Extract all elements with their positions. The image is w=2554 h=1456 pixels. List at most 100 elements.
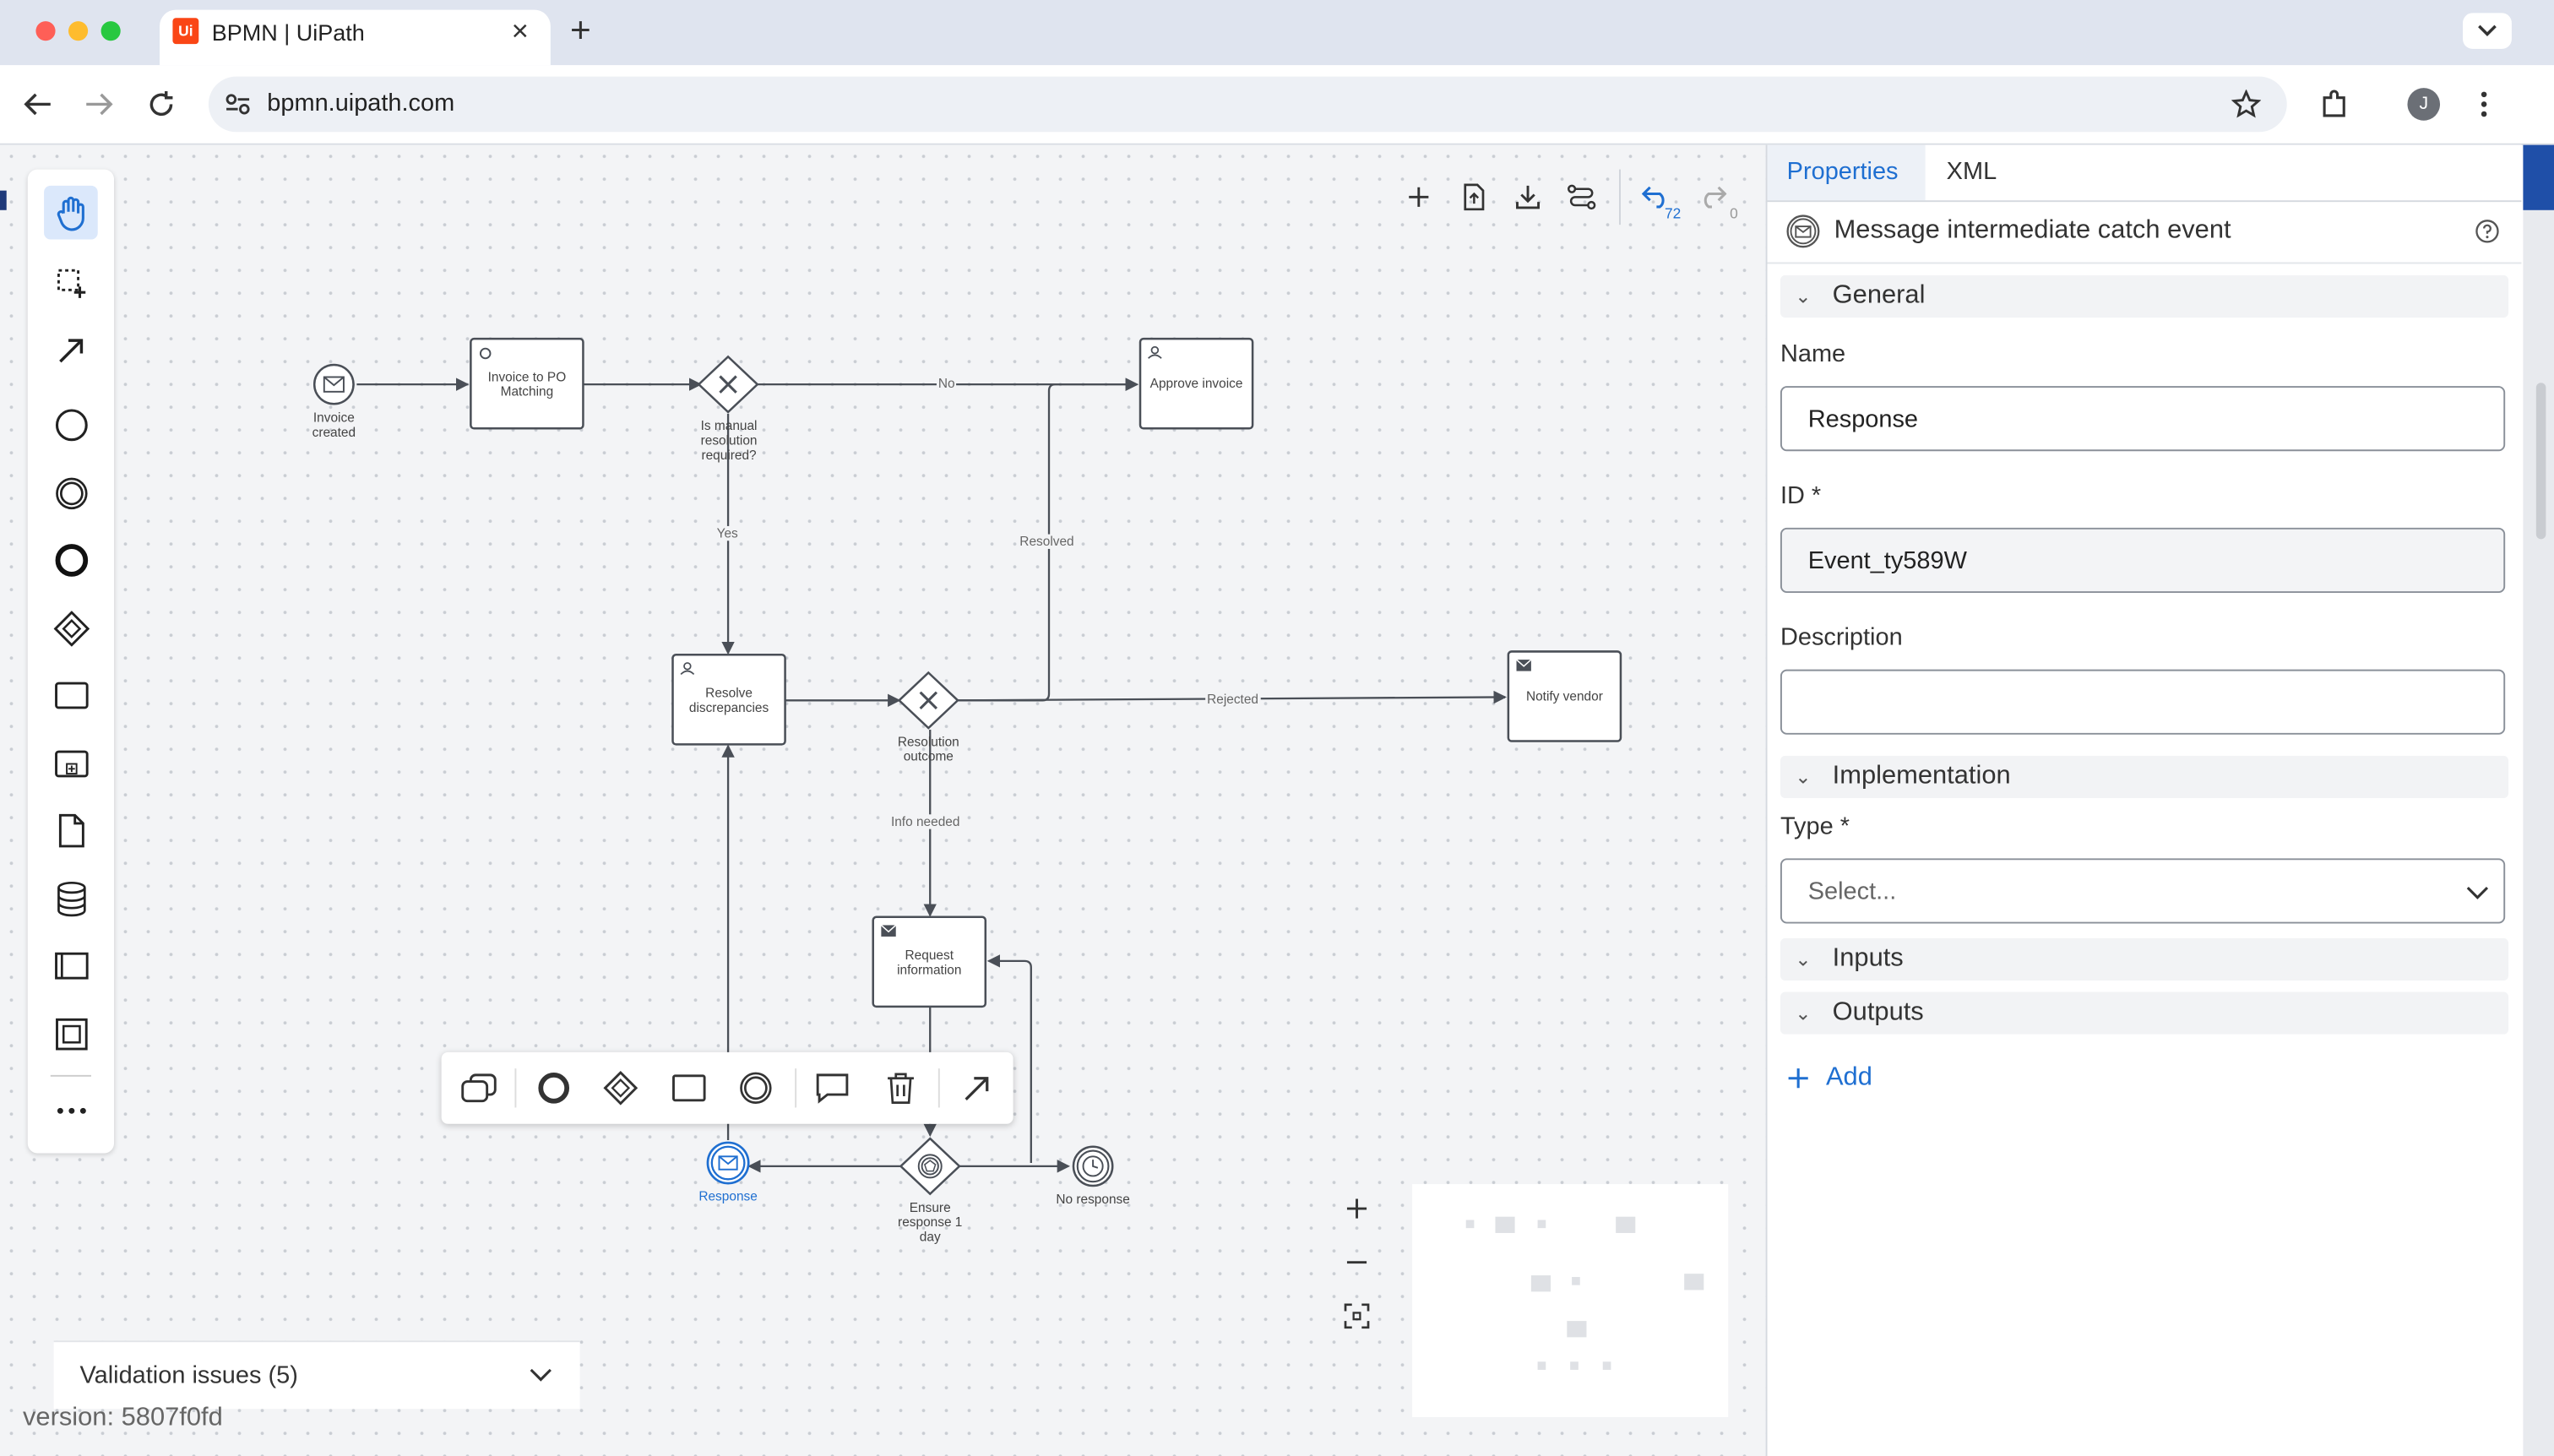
start-event-invoice-created[interactable]	[312, 363, 355, 405]
forward-arrow-icon[interactable]	[84, 91, 114, 117]
chevron-down-icon	[2466, 886, 2489, 899]
label-resolution-outcome: Resolution outcome	[897, 734, 959, 764]
connect-button[interactable]	[953, 1065, 1002, 1111]
tab-search-button[interactable]	[2463, 13, 2512, 49]
description-label: Description	[1780, 623, 1903, 652]
edge-label-resolved: Resolved	[1018, 534, 1076, 549]
name-input-value: Response	[1807, 405, 1919, 433]
chevron-down-icon: ⌄	[1795, 948, 1812, 971]
section-outputs[interactable]: ⌄ Outputs	[1780, 991, 2509, 1035]
task-invoice-to-po[interactable]	[470, 337, 584, 430]
panel-scrollbar[interactable]	[2535, 383, 2546, 540]
new-tab-button[interactable]: +	[570, 9, 591, 51]
append-gateway-button[interactable]	[596, 1065, 645, 1111]
minimap-preview	[1465, 1216, 1704, 1370]
more-horizontal-icon	[56, 1106, 85, 1113]
minimap[interactable]	[1412, 1184, 1729, 1417]
data-object-icon	[57, 812, 84, 847]
browser-tab[interactable]: Ui BPMN | UiPath ×	[160, 9, 551, 66]
section-inputs[interactable]: ⌄ Inputs	[1780, 937, 2509, 981]
help-icon[interactable]	[2475, 218, 2501, 244]
validation-issues-label: Validation issues (5)	[79, 1361, 298, 1390]
auto-layout-icon[interactable]	[1567, 184, 1596, 210]
append-intermediate-event-button[interactable]	[731, 1065, 780, 1111]
edge-accent	[2521, 144, 2554, 210]
add-annotation-button[interactable]	[808, 1065, 857, 1111]
label-resolve-discrepancies: Resolve discrepancies	[688, 685, 769, 715]
group-tool[interactable]	[44, 1007, 98, 1061]
tab-xml[interactable]: XML	[1946, 158, 1997, 186]
fit-view-icon[interactable]	[1344, 1303, 1370, 1329]
site-settings-icon[interactable]	[225, 93, 251, 116]
download-icon[interactable]	[1515, 184, 1541, 210]
pool-tool[interactable]	[44, 938, 98, 992]
name-input[interactable]: Response	[1780, 386, 2506, 452]
append-end-event-button[interactable]	[530, 1065, 579, 1111]
edge-label-info-needed: Info needed	[889, 814, 962, 829]
validation-issues-toggle[interactable]: Validation issues (5)	[53, 1340, 580, 1410]
data-store-tool[interactable]	[44, 872, 98, 926]
event-response-selected[interactable]	[706, 1141, 750, 1185]
back-arrow-icon[interactable]	[23, 91, 52, 117]
flow-loop-back[interactable]	[986, 954, 1032, 1164]
add-output-button[interactable]: Add	[1787, 1062, 1872, 1095]
task-request-information[interactable]	[872, 915, 987, 1008]
append-task-button[interactable]	[665, 1065, 714, 1111]
address-bar[interactable]: bpmn.uipath.com	[208, 76, 2287, 133]
minimize-window-button[interactable]	[68, 21, 89, 41]
edge-marker	[0, 190, 7, 210]
extensions-puzzle-icon[interactable]	[2319, 90, 2349, 119]
lasso-select-icon	[57, 268, 85, 297]
profile-avatar[interactable]: J	[2407, 88, 2441, 121]
task-resolve-discrepancies[interactable]	[671, 654, 786, 746]
lasso-tool-button[interactable]	[44, 256, 98, 310]
end-event-tool[interactable]	[44, 533, 98, 587]
replace-button[interactable]	[454, 1065, 503, 1111]
gateway-tool[interactable]	[44, 601, 98, 655]
chevron-down-icon	[2478, 24, 2497, 36]
intermediate-event-icon	[55, 476, 87, 509]
redo-icon[interactable]	[1698, 186, 1727, 209]
type-select[interactable]: Select...	[1780, 858, 2506, 924]
add-icon[interactable]	[1407, 186, 1430, 209]
reload-icon[interactable]	[147, 90, 177, 119]
task-notify-vendor[interactable]	[1507, 650, 1622, 742]
undo-icon[interactable]	[1642, 186, 1671, 209]
close-tab-icon[interactable]: ×	[511, 14, 529, 47]
subprocess-icon	[54, 749, 88, 777]
tab-properties[interactable]: Properties	[1767, 144, 1926, 201]
data-object-tool[interactable]	[44, 803, 98, 857]
start-event-tool[interactable]	[44, 398, 98, 452]
gateway-event-based[interactable]	[899, 1137, 961, 1196]
section-implementation[interactable]: ⌄ Implementation	[1780, 755, 2509, 799]
chevron-down-icon	[530, 1368, 552, 1382]
event-no-response-timer[interactable]	[1072, 1145, 1114, 1187]
undo-count: 72	[1665, 205, 1682, 222]
label-manual-gateway: Is manual resolution required?	[700, 418, 758, 463]
connect-tool-button[interactable]	[44, 323, 98, 377]
ctx-divider	[937, 1068, 940, 1108]
description-input[interactable]	[1780, 669, 2506, 735]
gateway-manual-resolution[interactable]	[697, 355, 759, 414]
section-general[interactable]: ⌄ General	[1780, 274, 2509, 318]
label-invoice-created: Invoice created	[312, 410, 356, 440]
bookmark-star-icon[interactable]	[2231, 90, 2261, 119]
tab-properties-label: Properties	[1786, 158, 1899, 186]
intermediate-event-tool[interactable]	[44, 466, 98, 520]
zoom-out-icon[interactable]	[1345, 1251, 1368, 1274]
url-text: bpmn.uipath.com	[267, 90, 455, 117]
hand-tool-button[interactable]	[44, 185, 98, 240]
more-tools-button[interactable]	[44, 1084, 98, 1138]
chrome-menu-icon[interactable]	[2481, 91, 2487, 117]
import-file-icon[interactable]	[1463, 182, 1486, 212]
maximize-window-button[interactable]	[101, 21, 121, 41]
delete-button[interactable]	[877, 1065, 926, 1111]
zoom-in-icon[interactable]	[1345, 1198, 1368, 1220]
close-window-button[interactable]	[35, 21, 56, 41]
add-output-label: Add	[1825, 1063, 1872, 1092]
task-tool[interactable]	[44, 668, 98, 722]
subprocess-tool[interactable]	[44, 736, 98, 790]
task-approve-invoice[interactable]	[1138, 337, 1254, 430]
id-input[interactable]: Event_ty589W	[1780, 527, 2506, 594]
gateway-resolution-outcome[interactable]	[897, 671, 959, 730]
